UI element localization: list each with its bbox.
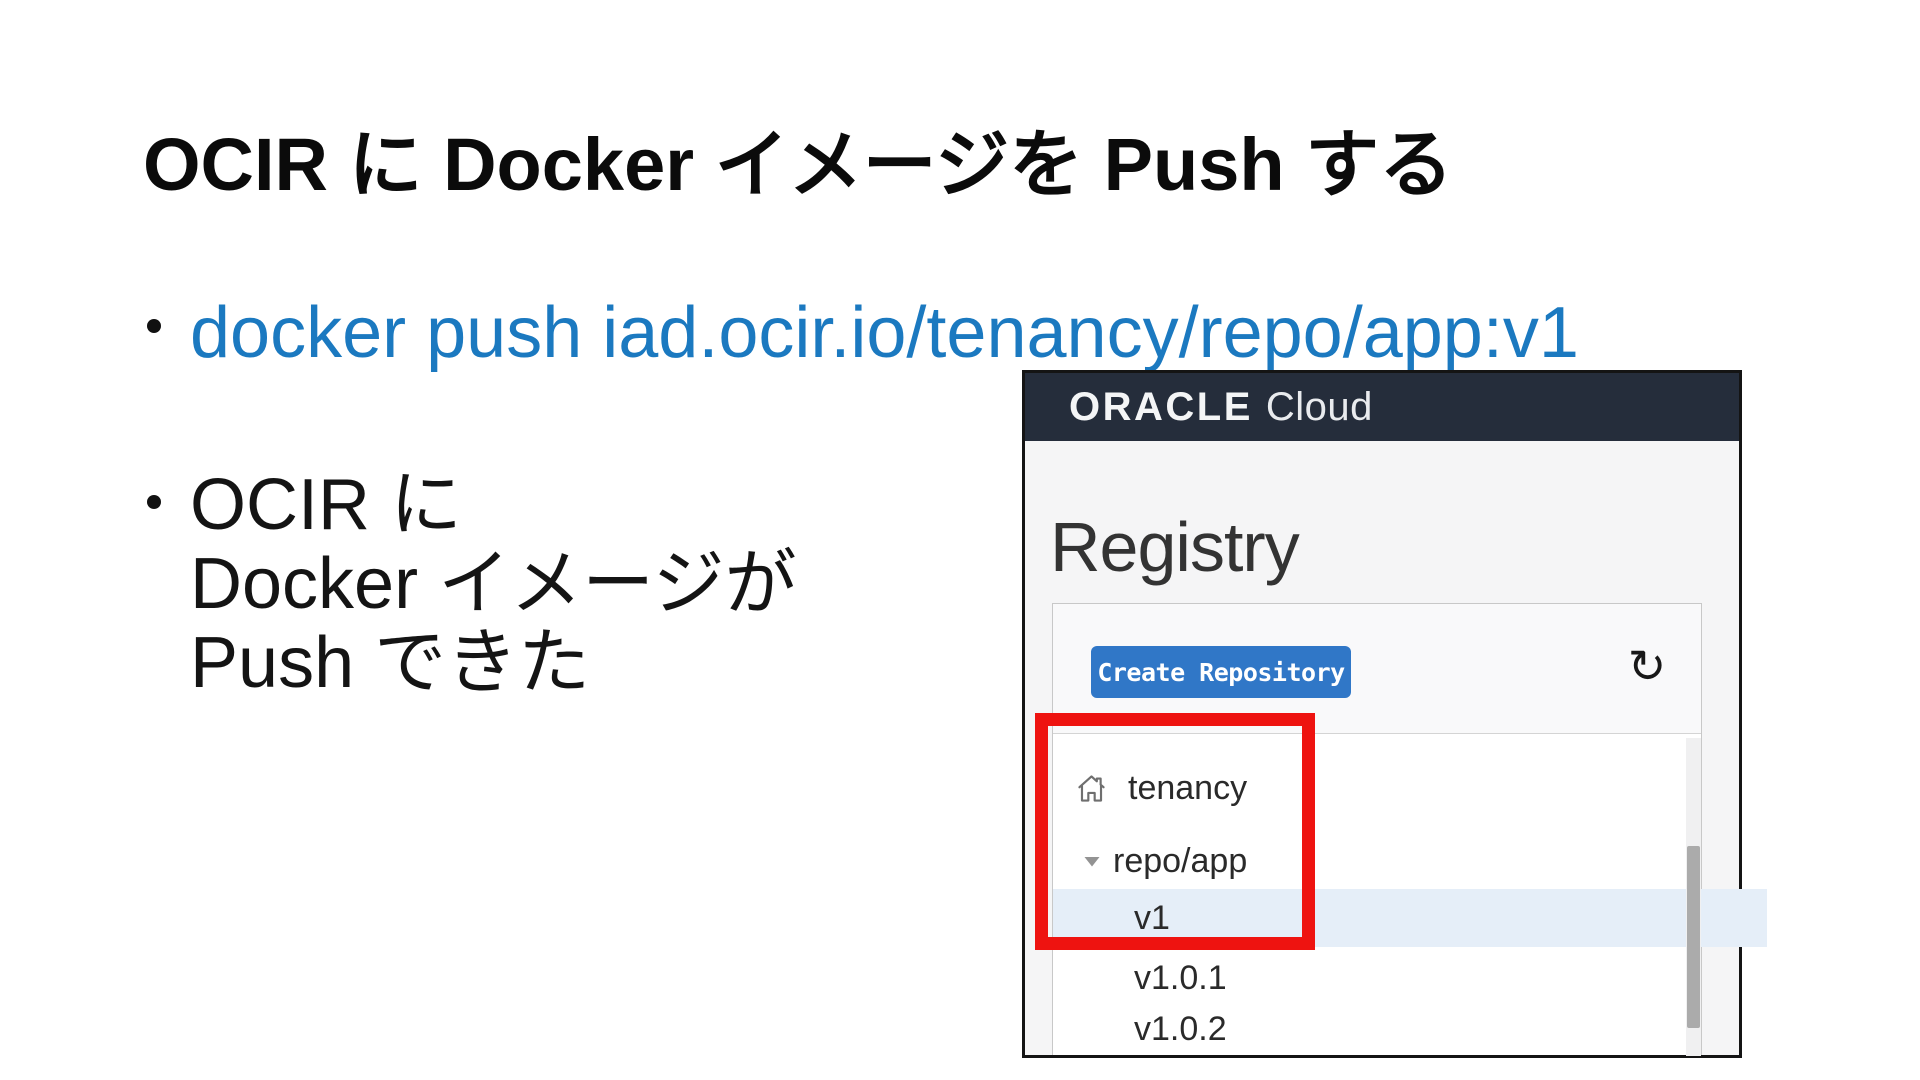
bullet-command: docker push iad.ocir.io/tenancy/repo/app…	[147, 292, 1579, 374]
repository-panel: Create Repository ↻ tenancy	[1052, 603, 1767, 1056]
console-header: ORACLE Cloud	[1025, 373, 1739, 441]
scrollbar-thumb[interactable]	[1687, 846, 1700, 1028]
tenancy-label: tenancy	[1128, 768, 1248, 807]
result-line-1: OCIR に	[190, 465, 463, 545]
tree-item-v1[interactable]: v1	[1053, 889, 1767, 947]
tree-item-repo-app[interactable]: repo/app	[1053, 837, 1713, 885]
refresh-icon[interactable]: ↻	[1619, 638, 1675, 694]
version-label: v1.0.2	[1134, 1009, 1227, 1048]
oracle-logo: ORACLE	[1069, 384, 1253, 429]
result-line-2: Docker イメージが	[190, 544, 797, 624]
bullet-dot	[147, 319, 161, 333]
repository-toolbar: Create Repository ↻	[1053, 604, 1701, 734]
tree-item-v1-0-1[interactable]: v1.0.1	[1053, 955, 1767, 1001]
bullet-dot	[147, 495, 161, 509]
oracle-cloud-label: Cloud	[1265, 384, 1373, 429]
create-repository-button[interactable]: Create Repository	[1091, 646, 1351, 698]
docker-push-command: docker push iad.ocir.io/tenancy/repo/app…	[190, 293, 1579, 373]
oracle-console-screenshot: ORACLE Cloud Registry Create Repository …	[1022, 370, 1767, 1058]
version-label: v1.0.1	[1134, 958, 1227, 997]
tree-item-v1-0-2[interactable]: v1.0.2	[1053, 1006, 1767, 1052]
page-title: Registry	[1050, 508, 1300, 586]
tree-scrollbar[interactable]	[1686, 738, 1701, 1056]
result-line-3: Push できた	[190, 623, 591, 703]
console-body: Registry Create Repository ↻	[1025, 441, 1767, 1056]
tree-item-tenancy[interactable]: tenancy	[1053, 762, 1706, 814]
chevron-down-icon[interactable]	[1083, 855, 1101, 868]
bullet-result: OCIR に Docker イメージが Push できた	[147, 466, 797, 703]
version-label: v1	[1134, 898, 1170, 937]
result-text: OCIR に Docker イメージが Push できた	[190, 466, 797, 703]
slide-title: OCIR に Docker イメージを Push する	[143, 123, 1454, 206]
home-icon	[1076, 772, 1107, 805]
repo-app-label: repo/app	[1113, 841, 1248, 880]
